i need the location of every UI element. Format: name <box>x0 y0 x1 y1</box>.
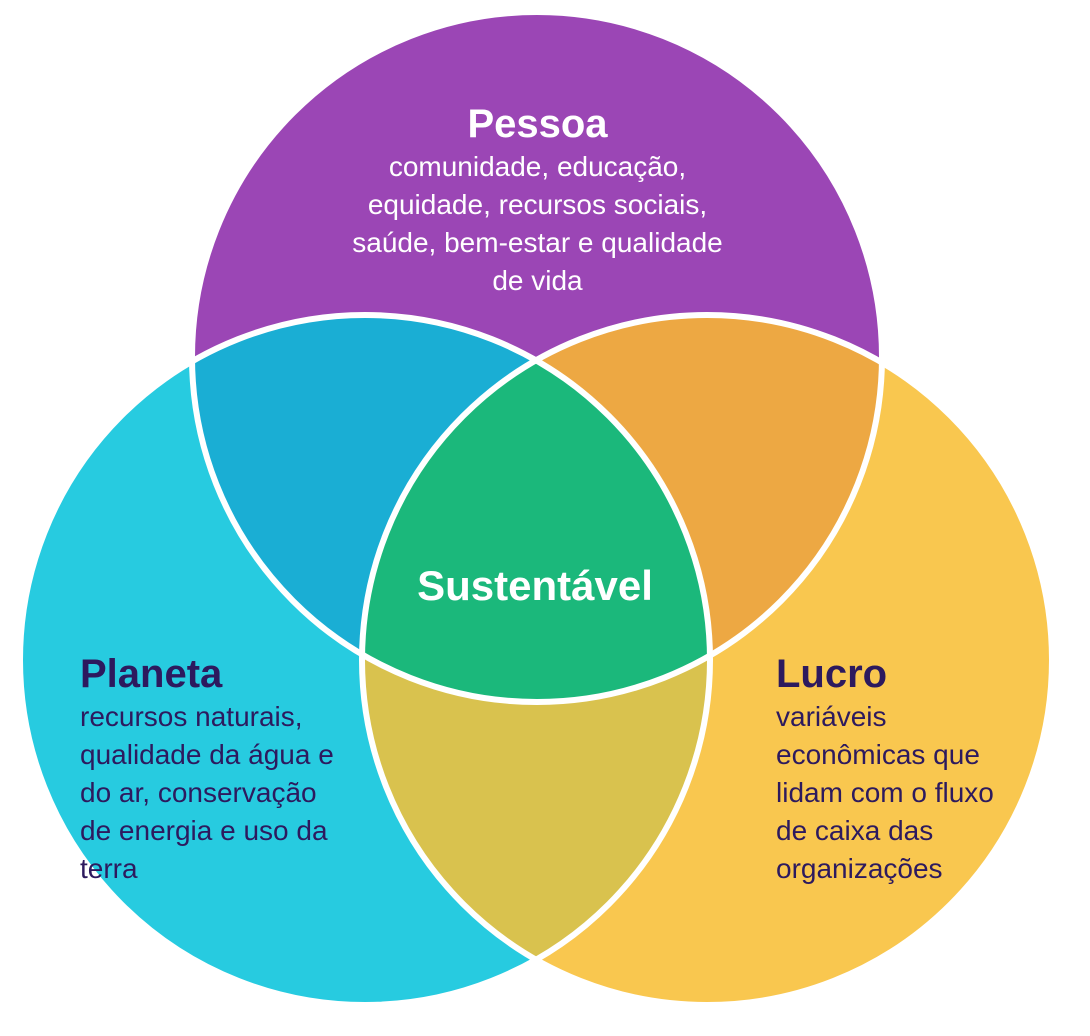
planet-section: Planeta recursos naturais, qualidade da … <box>80 650 380 888</box>
profit-section: Lucro variáveis econômicas que lidam com… <box>776 650 1046 888</box>
profit-line: de caixa das <box>776 815 934 846</box>
planet-line: recursos naturais, <box>80 701 303 732</box>
people-description: comunidade, educação, equidade, recursos… <box>295 148 780 300</box>
planet-description: recursos naturais, qualidade da água e d… <box>80 698 380 888</box>
people-line: equidade, recursos sociais, <box>367 189 708 220</box>
planet-line: qualidade da água e <box>80 739 334 770</box>
people-title: Pessoa <box>467 102 608 146</box>
sustainable-label: Sustentável <box>417 562 653 609</box>
profit-line: lidam com o fluxo <box>776 777 994 808</box>
profit-line: organizações <box>776 853 943 884</box>
planet-outline <box>17 312 713 1008</box>
profit-description: variáveis econômicas que lidam com o flu… <box>776 698 1046 888</box>
planet-line: de energia e uso da <box>80 815 328 846</box>
people-outline <box>189 9 885 705</box>
planet-line: terra <box>80 853 138 884</box>
people-line: saúde, bem-estar e qualidade <box>352 227 723 258</box>
planet-line: do ar, conservação <box>80 777 317 808</box>
people-section: Pessoa comunidade, educação, equidade, r… <box>295 100 780 300</box>
planet-title: Planeta <box>80 652 223 696</box>
people-line: comunidade, educação, <box>388 151 687 182</box>
profit-line: econômicas que <box>776 739 980 770</box>
profit-outline <box>359 312 1055 1008</box>
profit-line: variáveis <box>776 701 887 732</box>
profit-title: Lucro <box>776 652 888 696</box>
people-line: de vida <box>492 265 583 296</box>
